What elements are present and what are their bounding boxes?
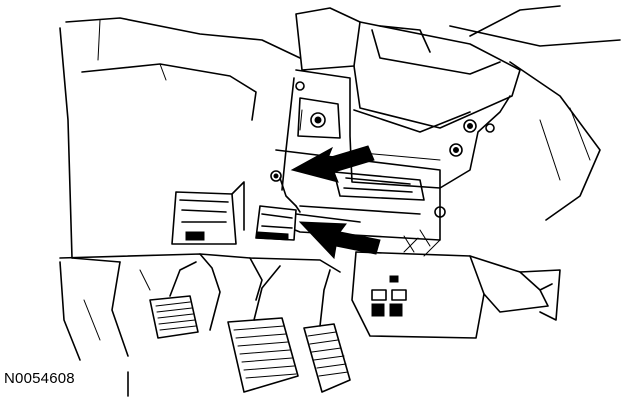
left-pedal xyxy=(149,261,199,339)
figure-id-label: N0054608 xyxy=(4,370,75,387)
dash-lower-panel xyxy=(59,17,301,263)
lower-callout-arrow xyxy=(298,221,381,260)
right-trim-panel xyxy=(351,237,561,339)
floor-outline xyxy=(59,253,341,361)
left-switch-block xyxy=(171,181,245,245)
center-pedal xyxy=(227,265,299,393)
upper-callout-arrow xyxy=(290,145,375,183)
right-pedal xyxy=(303,269,351,393)
steering-column-housing xyxy=(295,5,621,221)
connector-module xyxy=(255,177,301,241)
